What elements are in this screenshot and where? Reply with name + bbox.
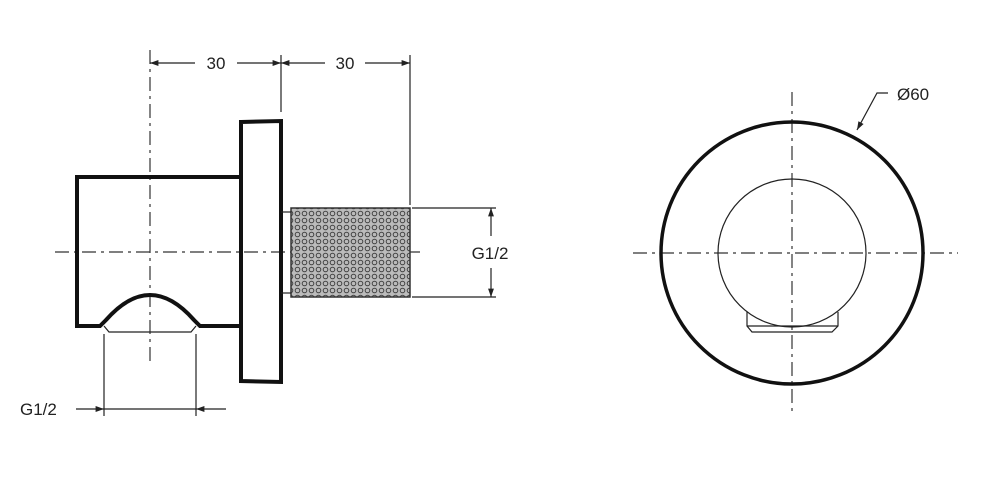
diameter-leader (856, 92, 888, 131)
dim-diameter: Ø60 (897, 85, 929, 104)
body-outline (75, 175, 241, 328)
outlet-seat (103, 325, 197, 333)
body-circle (717, 178, 867, 328)
thread (290, 207, 411, 298)
side-view: 30 30 G1/2 G1/2 (20, 50, 508, 419)
dim-top-right: 30 (336, 54, 355, 73)
dim-outlet: G1/2 (20, 400, 57, 419)
dim-thread: G1/2 (472, 244, 509, 263)
front-view: Ø60 (633, 85, 958, 413)
outlet-tab (746, 312, 839, 333)
outer-flange-circle (659, 120, 925, 386)
wall-flange (239, 118, 283, 385)
dim-top-left: 30 (207, 54, 226, 73)
